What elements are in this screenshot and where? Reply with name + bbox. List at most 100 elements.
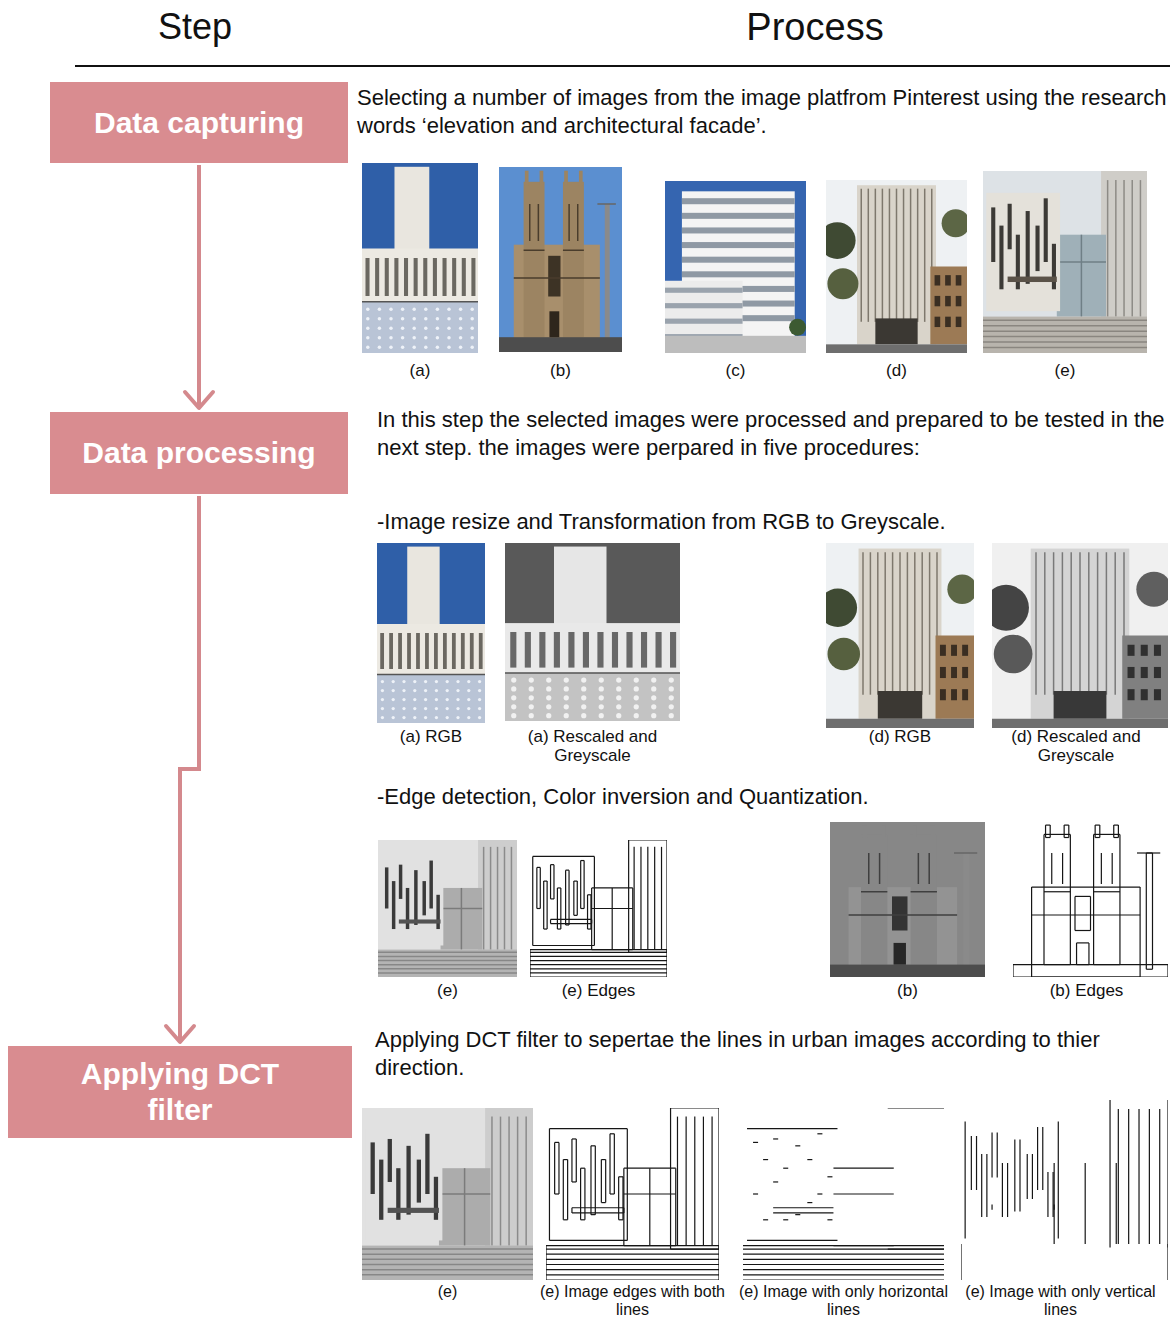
edge-stroke bbox=[954, 852, 977, 854]
facade-part bbox=[983, 171, 1147, 353]
edge-stroke bbox=[670, 1108, 671, 1249]
facade-part bbox=[563, 182, 584, 337]
edge-stroke bbox=[1116, 1163, 1117, 1244]
edge-stroke bbox=[530, 964, 667, 965]
edge-stroke bbox=[563, 1160, 564, 1220]
facade-part bbox=[881, 825, 886, 837]
edge-ground bbox=[530, 840, 667, 977]
facade-part bbox=[1128, 667, 1135, 678]
facade-part bbox=[398, 633, 402, 669]
facade-part bbox=[892, 896, 908, 930]
edge-stroke bbox=[483, 847, 485, 950]
tree-shape bbox=[1136, 572, 1168, 607]
edge-stroke bbox=[558, 1142, 559, 1194]
tree-shape bbox=[401, 346, 404, 349]
tree-shape bbox=[581, 713, 586, 718]
tree-shape bbox=[424, 336, 427, 339]
facade-part bbox=[583, 632, 589, 668]
edge-stroke bbox=[500, 1117, 502, 1246]
tree-shape bbox=[651, 677, 656, 682]
edge-stroke bbox=[675, 1168, 676, 1245]
edge-stroke bbox=[546, 1259, 719, 1260]
tree-shape bbox=[412, 327, 415, 330]
tree-shape bbox=[478, 680, 481, 683]
facade-part bbox=[682, 271, 795, 277]
facade-part bbox=[612, 632, 618, 668]
edge-stroke bbox=[591, 919, 592, 923]
image-caption: (b) Edges bbox=[1003, 981, 1170, 1000]
edge-stroke bbox=[623, 1168, 624, 1245]
edge-stroke bbox=[666, 840, 667, 952]
edge-stroke bbox=[591, 888, 592, 950]
tree-shape bbox=[401, 336, 404, 339]
edge-stroke bbox=[861, 891, 887, 893]
edge-stroke bbox=[753, 1193, 758, 1194]
edge-stroke bbox=[597, 203, 615, 205]
tree-shape bbox=[392, 689, 395, 692]
edge-stroke bbox=[1093, 834, 1094, 964]
edge-stroke bbox=[464, 1168, 466, 1245]
edge-stroke bbox=[1113, 825, 1114, 837]
facade-part bbox=[478, 840, 517, 952]
image-caption: (a) Rescaled and Greyscale bbox=[495, 727, 690, 765]
tree-shape bbox=[511, 713, 516, 718]
edge-stroke bbox=[1094, 891, 1120, 892]
tree-shape bbox=[581, 686, 586, 691]
facade-part bbox=[554, 547, 607, 636]
edge-stroke bbox=[1152, 853, 1153, 969]
edge-stroke bbox=[591, 1145, 595, 1146]
edge-stroke bbox=[743, 1274, 944, 1275]
edge-stroke bbox=[773, 1181, 778, 1182]
facade-part bbox=[1154, 667, 1161, 678]
tree-shape bbox=[378, 327, 381, 330]
tree-shape bbox=[467, 689, 470, 692]
edge-stroke bbox=[1107, 180, 1109, 317]
facade-part bbox=[385, 867, 388, 908]
edge-stroke bbox=[743, 1259, 944, 1260]
process-text: Selecting a number of images from the im… bbox=[357, 84, 1169, 139]
tree-shape bbox=[435, 698, 438, 701]
facade-part bbox=[525, 632, 531, 668]
edge-stroke bbox=[1131, 180, 1133, 317]
tree-shape bbox=[424, 689, 427, 692]
tree-shape bbox=[564, 713, 569, 718]
edge-stroke bbox=[1128, 1109, 1129, 1244]
facade-part bbox=[377, 543, 485, 723]
facade-part bbox=[1008, 204, 1012, 250]
edge-stroke bbox=[924, 189, 926, 322]
edge-stroke bbox=[505, 672, 680, 674]
process-text: -Image resize and Transformation from RG… bbox=[377, 508, 1169, 536]
tree-shape bbox=[651, 704, 656, 709]
facade-part bbox=[826, 543, 974, 728]
facade-part bbox=[682, 198, 795, 204]
edge-stroke bbox=[490, 847, 492, 950]
facade-part bbox=[605, 204, 610, 343]
edge-stroke bbox=[991, 1132, 992, 1177]
edge-stroke bbox=[632, 888, 633, 950]
facade-part bbox=[940, 645, 946, 656]
edge-stroke bbox=[870, 552, 872, 694]
facade-part bbox=[379, 1160, 383, 1220]
tree-shape bbox=[424, 327, 427, 330]
tree-shape bbox=[511, 686, 516, 691]
edge-stroke bbox=[612, 888, 613, 950]
tree-shape bbox=[599, 677, 604, 682]
tree-shape bbox=[467, 698, 470, 701]
tree-shape bbox=[529, 686, 534, 691]
edge-stroke bbox=[1088, 552, 1090, 694]
facade-part bbox=[1128, 689, 1135, 700]
edge-stroke bbox=[1085, 1163, 1086, 1244]
tree-shape bbox=[947, 574, 974, 604]
tree-shape bbox=[413, 689, 416, 692]
tree-shape bbox=[546, 704, 551, 709]
facade-part bbox=[857, 185, 936, 344]
facade-part bbox=[399, 919, 441, 923]
tree-shape bbox=[564, 677, 569, 682]
edge-stroke bbox=[763, 1219, 768, 1220]
facade-part bbox=[378, 840, 517, 977]
facade-part bbox=[554, 632, 560, 668]
tree-shape bbox=[378, 317, 381, 320]
facade-part bbox=[434, 633, 438, 669]
tree-shape bbox=[413, 716, 416, 719]
edge-stroke bbox=[629, 840, 667, 841]
